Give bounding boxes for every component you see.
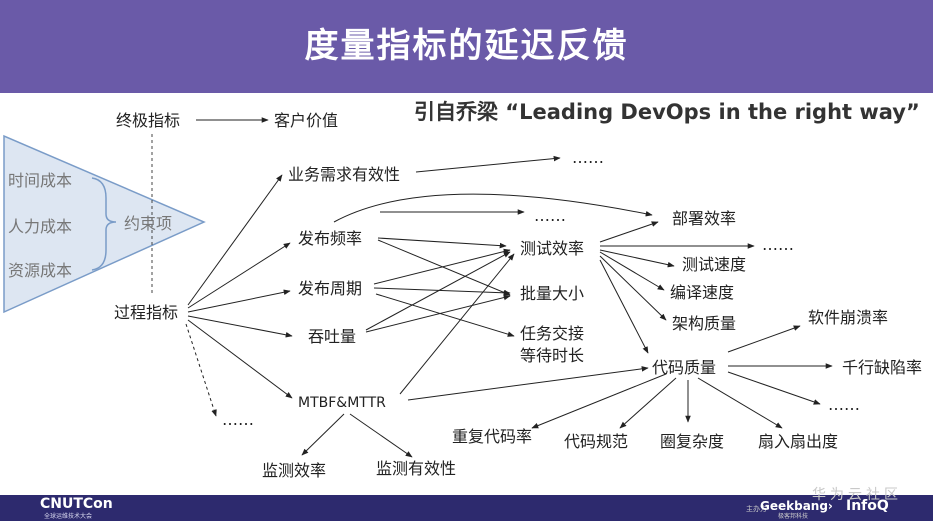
label-handoff-wait-line2: 等待时长: [520, 346, 584, 365]
label-business-validity: 业务需求有效性: [288, 165, 400, 184]
slide-title: 度量指标的延迟反馈: [304, 26, 629, 66]
label-architecture-quality: 架构质量: [672, 314, 736, 333]
label-duplicate-code-rate: 重复代码率: [452, 427, 532, 446]
label-monitor-efficiency: 监测效率: [262, 461, 326, 480]
quote-attribution: 引自乔梁 “Leading DevOps in the right way”: [414, 100, 920, 124]
label-ultimate-metric: 终极指标: [116, 111, 180, 130]
label-throughput: 吞吐量: [308, 327, 356, 346]
geekbang-subtitle: 极客邦科技: [778, 513, 809, 520]
label-batch-size: 批量大小: [520, 284, 584, 303]
constraint-brace: [91, 177, 117, 271]
label-code-standards: 代码规范: [564, 432, 628, 451]
label-mtbf-mttr: MTBF&MTTR: [298, 395, 386, 411]
label-process-metric: 过程指标: [114, 303, 178, 322]
organizer-label: 主办方: [746, 505, 767, 513]
ellipsis-release: ……: [534, 206, 566, 225]
label-cyclomatic-complexity: 圈复杂度: [660, 432, 724, 451]
label-release-cycle: 发布周期: [298, 279, 362, 298]
watermark-text: 华为云社区: [812, 487, 902, 503]
label-release-frequency: 发布频率: [298, 229, 362, 248]
label-defect-rate: 千行缺陷率: [842, 358, 922, 377]
ellipsis-process: ……: [222, 410, 254, 429]
label-test-efficiency: 测试效率: [520, 239, 584, 258]
label-resource-cost: 资源成本: [8, 261, 72, 280]
ellipsis-business: ……: [572, 148, 604, 167]
label-test-speed: 测试速度: [682, 255, 746, 274]
label-time-cost: 时间成本: [8, 171, 72, 190]
label-deploy-efficiency: 部署效率: [672, 209, 736, 228]
label-monitor-validity: 监测有效性: [376, 459, 456, 478]
label-fan-in-fan-out: 扇入扇出度: [758, 432, 838, 451]
label-compile-speed: 编译速度: [670, 283, 734, 302]
cnutcon-logo: CNUTCon: [40, 496, 113, 512]
label-customer-value: 客户价值: [274, 111, 338, 130]
label-code-quality: 代码质量: [652, 358, 716, 377]
ellipsis-test: ……: [762, 235, 794, 254]
label-constraints: 约束项: [124, 214, 172, 233]
footer-bar: [0, 495, 933, 521]
connector-arrows: [185, 117, 833, 458]
cnutcon-subtitle: 全球运维技术大会: [44, 513, 93, 520]
label-labor-cost: 人力成本: [8, 217, 72, 236]
constraint-triangle: [3, 134, 206, 314]
ellipsis-code-quality: ……: [828, 395, 860, 414]
label-crash-rate: 软件崩溃率: [808, 308, 888, 327]
geekbang-logo: Geekbang›: [760, 499, 833, 513]
header-bar: [0, 0, 933, 93]
label-handoff-wait-line1: 任务交接: [520, 324, 584, 343]
infoq-logo: InfoQ: [846, 498, 889, 514]
